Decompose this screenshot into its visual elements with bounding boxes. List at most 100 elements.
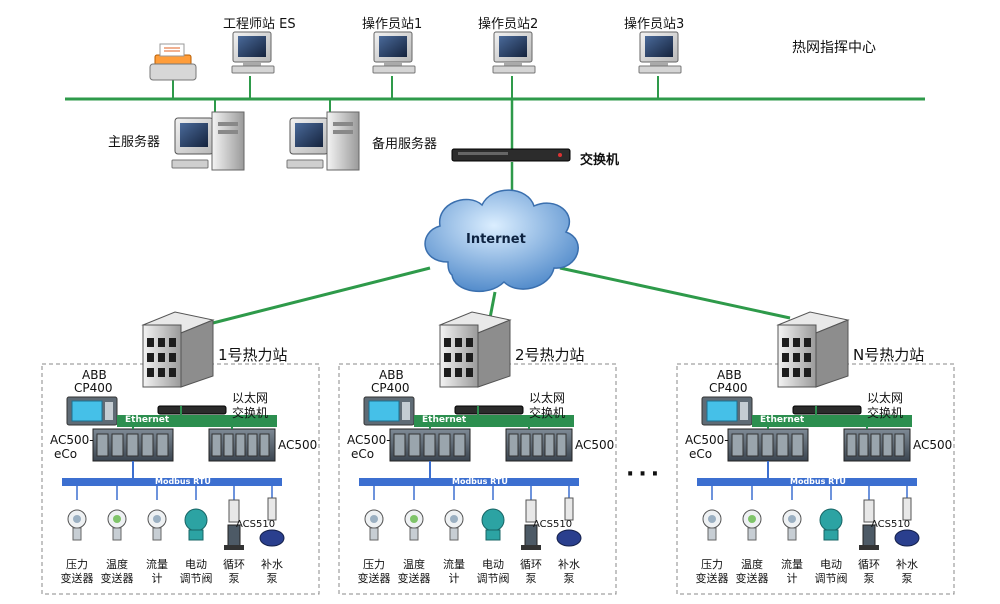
ac500-label: AC500 [278,438,318,452]
ac500-label: AC500 [913,438,953,452]
device-label-top: 温度 [106,558,128,571]
stations-layer [41,311,955,595]
device-label-top: 循环 [223,558,245,571]
temperature-transmitter-icon [107,509,127,541]
station-building-icon [141,311,215,388]
ac500-eco-label-1: AC500- [50,433,94,447]
eth-switch-label-1: 以太网 [529,391,566,405]
makeup-pump-icon [259,497,285,547]
cp400-label-model: CP400 [74,381,113,395]
cp400-panel-icon [701,396,753,426]
flow-meter-icon [147,509,167,541]
temperature-transmitter-icon [742,509,762,541]
device-label-bottom: 变送器 [695,572,729,585]
eth-switch-label-1: 以太网 [232,391,269,405]
device-label-bottom: 计 [448,572,460,585]
device-label-top: 补水 [261,558,283,571]
station-name: N号热力站 [853,346,925,364]
ac500-plc-icon [208,428,276,462]
device-label-bottom: 调节阀 [476,572,510,585]
switch-label: 交换机 [580,153,620,168]
circulation-pump-icon [521,499,541,550]
modbus-bus-label: Modbus RTU [155,477,211,486]
circulation-pump-icon [859,499,879,550]
device-label-top: 电动 [482,558,504,571]
operator-station-2-monitor-icon [492,31,536,74]
eth-switch-label-2: 交换机 [867,406,904,420]
eth-switch-label-2: 交换机 [232,406,269,420]
main-server-icon [171,111,245,171]
engineer-station-label: 工程师站 ES [223,17,296,32]
device-label-bottom: 泵 [863,572,875,585]
internet-label: Internet [466,232,526,247]
control-valve-icon [819,508,843,541]
ac500-eco-label-2: eCo [351,447,375,461]
device-label-top: 循环 [520,558,542,571]
ac500-eco-plc-icon [389,428,471,462]
device-label-top: 流量 [146,558,168,571]
ethernet-switch-icon [792,405,862,415]
device-label-top: 补水 [558,558,580,571]
device-label-top: 电动 [185,558,207,571]
link-station-2 [488,291,497,319]
device-label-bottom: 变送器 [735,572,769,585]
device-label-bottom: 调节阀 [179,572,213,585]
flow-meter-icon [444,509,464,541]
flow-meter-icon [782,509,802,541]
eth-switch-label-2: 交换机 [529,406,566,420]
operator-station-2-label: 操作员站2 [478,17,539,32]
engineer-station-monitor-icon [231,31,275,74]
modbus-bus-label: Modbus RTU [452,477,508,486]
eth-switch-label-1: 以太网 [867,391,904,405]
makeup-pump-icon [894,497,920,547]
modbus-bus [359,478,579,486]
station-building-icon [438,311,512,388]
device-label-bottom: 变送器 [397,572,431,585]
ac500-plc-icon [843,428,911,462]
cp400-label-model: CP400 [371,381,410,395]
operator-station-3-monitor-icon [638,31,682,74]
device-label-top: 温度 [403,558,425,571]
device-label-bottom: 泵 [525,572,537,585]
device-label-top: 补水 [896,558,918,571]
pressure-transmitter-icon [67,509,87,541]
printer-icon [149,43,197,81]
pressure-transmitter-icon [702,509,722,541]
link-station-n [559,266,791,320]
device-label-bottom: 泵 [228,572,240,585]
acs510-label: ACS510 [533,519,573,530]
more-stations-ellipsis: ··· [626,462,664,487]
ethernet-switch-icon [454,405,524,415]
operator-station-1-monitor-icon [372,31,416,74]
ethernet-bar [414,415,574,427]
station-frame [338,363,617,595]
device-label-top: 压力 [66,558,88,571]
pressure-transmitter-icon [364,509,384,541]
cp400-label-model: CP400 [709,381,748,395]
ethernet-bar [117,415,277,427]
acs510-label: ACS510 [236,519,276,530]
makeup-pump-icon [556,497,582,547]
ac500-eco-label-2: eCo [54,447,78,461]
ac500-eco-label-1: AC500- [685,433,729,447]
station-3-graphics [676,311,955,595]
station-1-graphics [41,311,320,595]
cp400-label-brand: ABB [82,368,107,382]
backup-server-icon [286,111,360,171]
device-label-bottom: 调节阀 [814,572,848,585]
ac500-eco-label-1: AC500- [347,433,391,447]
main-server-label: 主服务器 [108,135,161,150]
cp400-panel-icon [66,396,118,426]
ethernet-bar [752,415,912,427]
device-label-bottom: 泵 [563,572,575,585]
device-label-bottom: 变送器 [60,572,94,585]
device-label-top: 循环 [858,558,880,571]
station-name: 2号热力站 [515,346,585,364]
cp400-panel-icon [363,396,415,426]
modbus-bus [697,478,917,486]
device-label-top: 压力 [363,558,385,571]
ethernet-switch-icon [157,405,227,415]
circulation-pump-icon [224,499,244,550]
